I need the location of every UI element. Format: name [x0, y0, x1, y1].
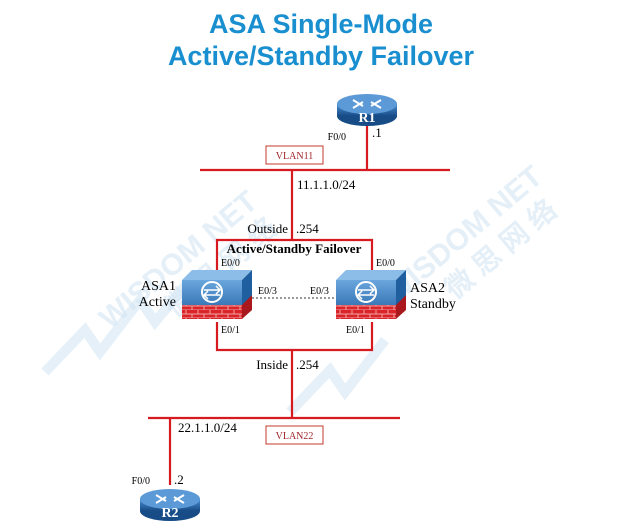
watermark-logo-left: [41, 276, 194, 376]
outside-ip: .254: [296, 221, 319, 236]
asa2-name: ASA2: [410, 281, 445, 296]
asa1-role: Active: [139, 295, 176, 310]
r2-interface: F0/0: [132, 476, 150, 487]
asa2-role: Standby: [410, 297, 456, 312]
vlan22-label: VLAN22: [276, 431, 314, 442]
outside-label: Outside: [248, 221, 289, 236]
failover-label: Active/Standby Failover: [227, 241, 362, 256]
r1-ip: .1: [372, 125, 382, 140]
inside-label: Inside: [256, 357, 288, 372]
vlan22-box: [265, 425, 324, 445]
firewall-icon: [182, 270, 252, 319]
asa2-e03: E0/3: [310, 286, 329, 297]
link-inside-asas: [215, 322, 374, 352]
asa1-e03: E0/3: [258, 286, 277, 297]
asa1-e00: E0/0: [221, 258, 240, 269]
inside-ip: .254: [296, 357, 319, 372]
vlan11-label: VLAN11: [276, 151, 313, 162]
firewall-icon: [336, 270, 406, 319]
r2-ip: .2: [174, 472, 184, 487]
asa1-e01: E0/1: [221, 325, 240, 336]
links: [148, 123, 450, 485]
vlan11-box: [265, 145, 324, 165]
watermark: WISDOM NET 微 思 网 络 WISDOM NET 微 思 网 络: [41, 160, 563, 416]
asa2-e00: E0/0: [376, 258, 395, 269]
r1-name: R1: [358, 111, 375, 126]
asa2-e01: E0/1: [346, 325, 365, 336]
router-icon: [140, 489, 200, 521]
vlan11-subnet: 11.1.1.0/24: [297, 177, 356, 192]
r1-interface: F0/0: [328, 132, 346, 143]
title-line-1: ASA Single-Mode: [208, 9, 433, 39]
watermark-logo-right: [286, 336, 389, 416]
asa1-name: ASA1: [141, 279, 176, 294]
router-icon: [337, 94, 397, 126]
link-outside-asas: [215, 238, 374, 270]
r2-name: R2: [161, 506, 178, 521]
vlan22-subnet: 22.1.1.0/24: [178, 420, 237, 435]
title-line-2: Active/Standby Failover: [167, 41, 475, 71]
